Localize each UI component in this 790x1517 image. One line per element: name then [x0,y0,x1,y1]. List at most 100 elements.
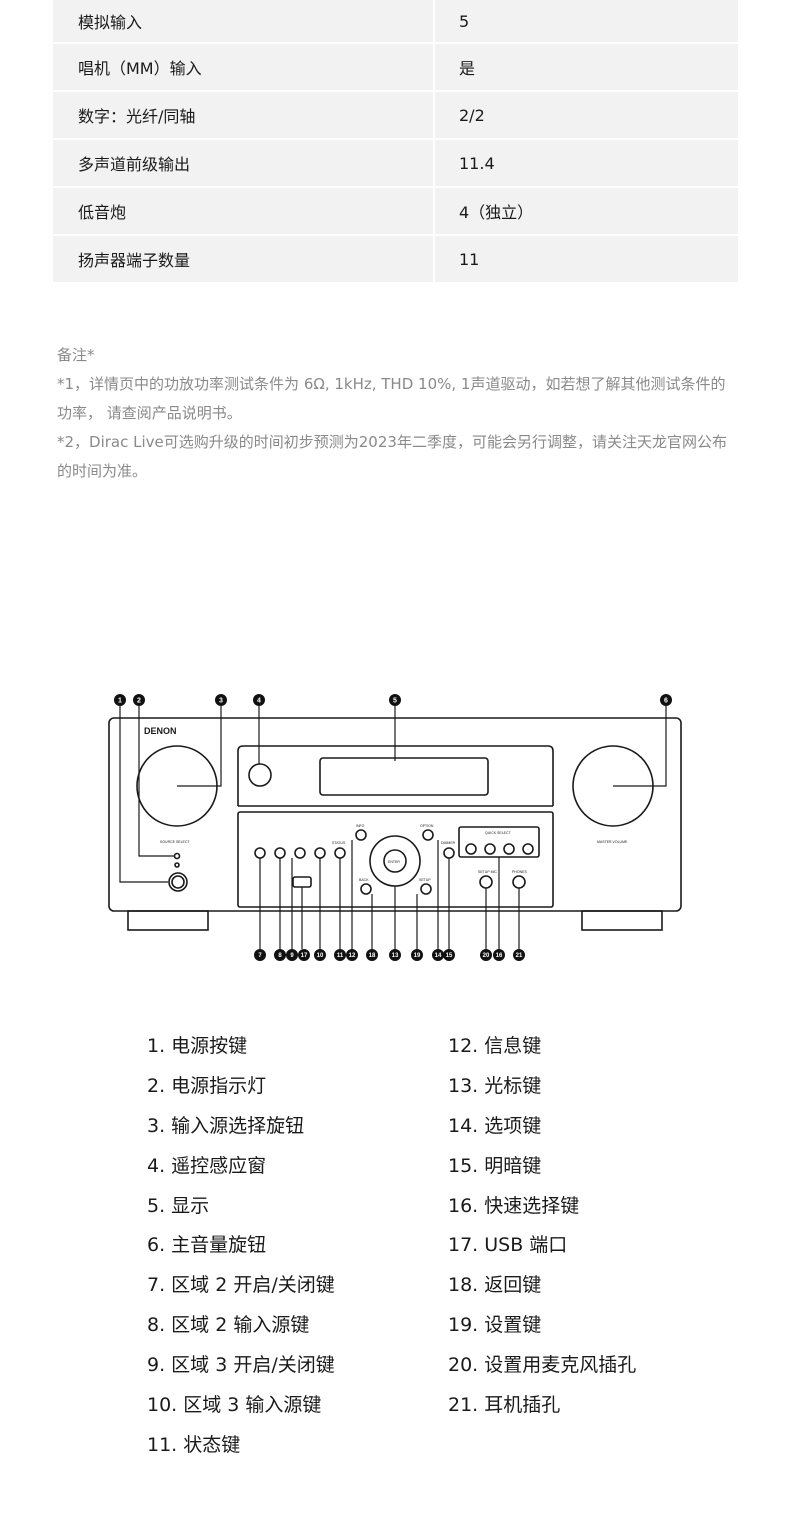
front-panel-diagram: DENON SOURCE SELECT MASTER VOLUME QUICK … [108,694,682,961]
legend-item: 5. 显示 [147,1194,210,1217]
remote-sensor [248,763,272,787]
callout-13-text: 13 [392,953,399,959]
standby-indicator [174,862,180,868]
legend-item: 10. 区域 3 输入源键 [147,1394,322,1417]
spec-row-phono-input: 唱机（MM）输入 是 [53,44,738,92]
legend-item: 19. 设置键 [448,1314,542,1337]
callout-5 [389,694,401,706]
legend-item: 14. 选项键 [448,1114,542,1137]
spec-value: 11 [459,249,480,269]
callout-3-text: 3 [219,698,223,705]
spec-value: 2/2 [459,105,485,125]
setup-mic-label: SETUP MIC [478,870,497,874]
spec-row-digital: 数字：光纤/同轴 2/2 [53,92,738,140]
dimmer-label: DIMMER [441,841,456,845]
callout-2 [133,694,145,706]
callout-8 [274,949,286,961]
display-window [319,757,489,796]
info-label: INFO [356,824,365,828]
callout-21 [513,949,525,961]
callout-13 [389,949,401,961]
spec-label: 多声道前级输出 [53,140,435,186]
note-2: *2，Dirac Live可选购升级的时间初步预测为2023年二季度，可能会另行… [57,433,727,480]
legend-item: 15. 明暗键 [448,1154,542,1177]
callout-9-text: 9 [290,953,294,959]
phones-label: PHONES [512,870,527,874]
left-foot [127,910,209,931]
spec-value: 11.4 [459,153,495,173]
callout-5-text: 5 [393,698,397,705]
callout-7 [254,949,266,961]
quick-select-label: QUICK SELECT [485,831,512,835]
legend-item: 4. 遥控感应窗 [147,1154,267,1177]
spec-label: 模拟输入 [53,0,435,42]
callout-12 [346,949,358,961]
legend-item: 18. 返回键 [448,1274,542,1297]
callout-1-text: 1 [118,698,122,705]
legend-item: 7. 区域 2 开启/关闭键 [147,1274,335,1297]
callout-8-text: 8 [278,953,282,959]
back-label: BACK [359,878,369,882]
callout-12-text: 12 [349,953,356,959]
callout-15-text: 15 [446,953,453,959]
callout-19-text: 19 [414,953,421,959]
spec-row-subwoofer: 低音炮 4（独立） [53,188,738,236]
power-button [168,872,188,892]
callout-7-text: 7 [258,953,262,959]
legend-item: 6. 主音量旋钮 [147,1234,267,1257]
notes-heading: 备注* [57,346,95,364]
spec-label: 扬声器端子数量 [53,236,435,282]
setup-label: SETUP [419,878,431,882]
callout-3 [215,694,227,706]
status-label: STATUS [332,841,346,845]
source-select-label: SOURCE SELECT [160,840,190,844]
callout-18 [366,949,378,961]
legend-item: 20. 设置用麦克风插孔 [448,1354,637,1377]
phones-jack [512,875,526,889]
option-label: OPTION [420,824,434,828]
legend-item: 17. USB 端口 [448,1234,568,1257]
legend-right-column: 12. 信息键 13. 光标键 14. 选项键 15. 明暗键 16. 快速选择… [448,1027,636,1426]
enter-label: ENTER [388,860,400,864]
callout-6 [660,694,672,706]
legend-item: 9. 区域 3 开启/关闭键 [147,1354,335,1377]
legend-item: 3. 输入源选择旋钮 [147,1114,305,1137]
notes: 备注* *1，详情页中的功放功率测试条件为 6Ω, 1kHz, THD 10%,… [57,341,737,486]
right-foot [581,910,663,931]
legend-item: 21. 耳机插孔 [448,1394,561,1417]
legend-item: 8. 区域 2 输入源键 [147,1314,310,1337]
brand-logo: DENON [144,726,177,736]
legend-item: 1. 电源按键 [147,1035,248,1057]
callout-18-text: 18 [369,953,376,959]
callout-10-text: 10 [317,953,324,959]
legend-item: 16. 快速选择键 [448,1194,580,1217]
spec-row-preout: 多声道前级输出 11.4 [53,140,738,188]
callout-20-text: 20 [483,953,490,959]
spec-label: 唱机（MM）输入 [53,44,435,90]
callout-4-text: 4 [257,698,261,705]
callout-1 [114,694,126,706]
callout-11 [334,949,346,961]
callout-4 [253,694,265,706]
spec-row-speaker-terminals: 扬声器端子数量 11 [53,236,738,284]
legend-item: 13. 光标键 [448,1074,542,1097]
callout-9 [286,949,298,961]
legend-item: 11. 状态键 [147,1433,241,1456]
callout-20 [480,949,492,961]
spec-value: 是 [459,59,476,78]
callout-14 [432,949,444,961]
callout-2-text: 2 [137,698,141,705]
callout-16-text: 16 [496,953,503,959]
setup-mic-jack [479,875,493,889]
usb-port [292,876,312,888]
callout-14-text: 14 [435,953,442,959]
spec-table: 模拟输入 5 唱机（MM）输入 是 数字：光纤/同轴 2/2 多声道前级输出 1… [53,0,738,284]
spec-label: 低音炮 [53,188,435,234]
callout-10 [314,949,326,961]
callout-17-text: 17 [301,953,308,959]
legend-left-column: 1. 电源按键 2. 电源指示灯 3. 输入源选择旋钮 4. 遥控感应窗 5. … [147,1027,335,1466]
legend-item: 2. 电源指示灯 [147,1074,267,1097]
note-1: *1，详情页中的功放功率测试条件为 6Ω, 1kHz, THD 10%, 1声道… [57,375,726,422]
callout-19 [411,949,423,961]
power-indicator [173,852,181,860]
